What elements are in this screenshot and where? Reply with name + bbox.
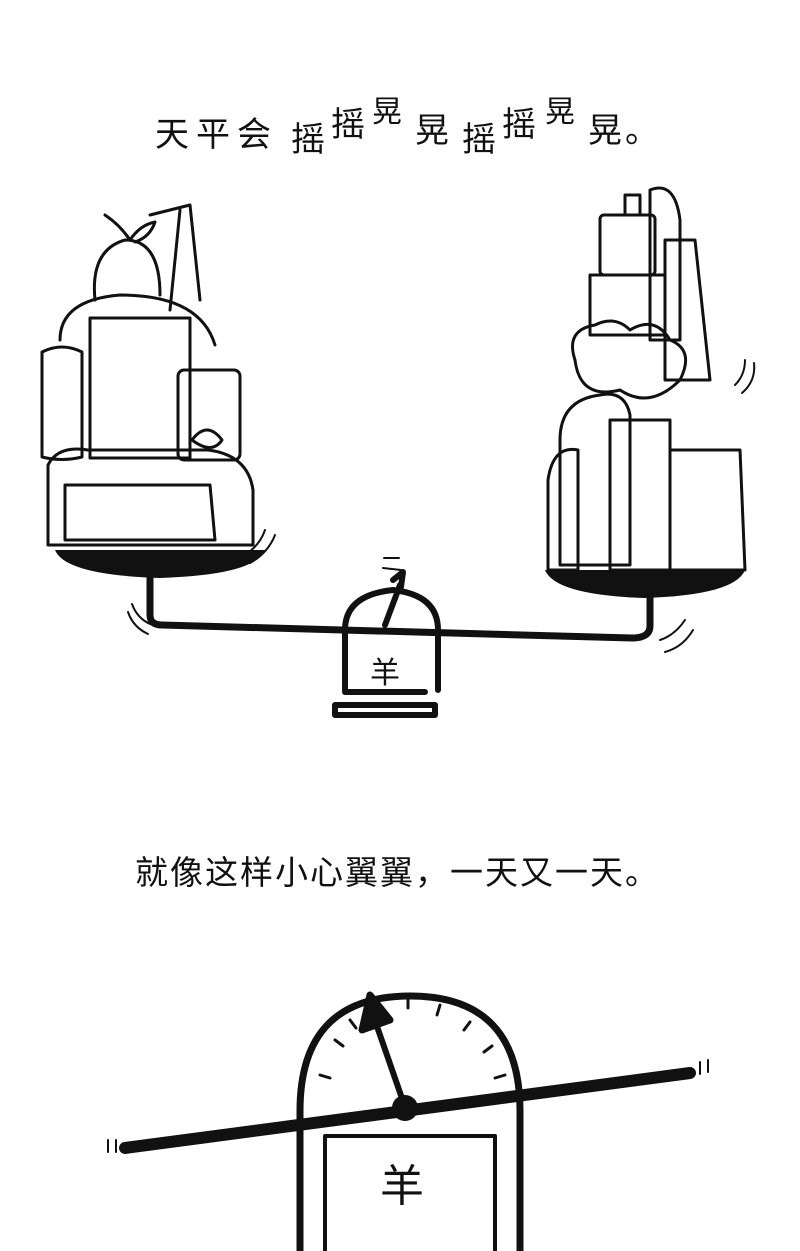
caption-char: 天 bbox=[155, 115, 189, 155]
right-goods-pile bbox=[546, 186, 747, 572]
caption-char: 晃 bbox=[545, 95, 575, 130]
small-scale-body bbox=[332, 569, 441, 718]
motion-lines bbox=[127, 359, 756, 653]
caption-bottom: 就像这样小心翼翼，一天又一天。 bbox=[135, 853, 660, 892]
caption-char: 晃 bbox=[372, 95, 402, 130]
caption-char: 摇 bbox=[502, 105, 536, 145]
beam bbox=[146, 571, 654, 642]
caption-char: 摇 bbox=[462, 120, 496, 160]
caption-char: 晃 bbox=[588, 111, 622, 151]
caption-char: 。 bbox=[625, 111, 659, 151]
dial-ticks bbox=[107, 996, 709, 1153]
pivot bbox=[392, 1095, 418, 1121]
caption-char: 摇 bbox=[331, 105, 365, 145]
right-bowl bbox=[545, 570, 745, 598]
caption-char: 平 bbox=[196, 115, 230, 155]
left-bowl bbox=[55, 550, 265, 578]
caption-char: 会 bbox=[237, 115, 271, 155]
scale-label-small: 羊 bbox=[370, 656, 400, 691]
caption-char: 摇 bbox=[291, 120, 325, 160]
caption-char: 晃 bbox=[415, 111, 449, 151]
scale-label-large: 羊 bbox=[380, 1161, 424, 1212]
left-goods-pile bbox=[40, 203, 255, 547]
